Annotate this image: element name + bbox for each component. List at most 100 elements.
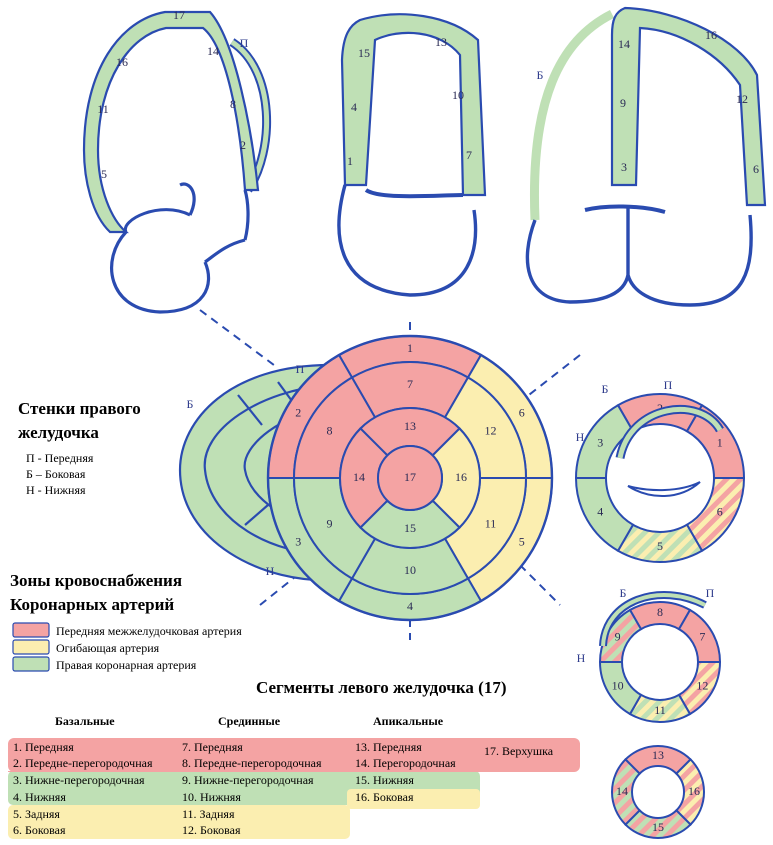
lv-wall [610,6,767,207]
lv-outer-wall [82,10,260,234]
view-segment-label: 6 [753,162,759,176]
zone-label: Правая коронарная артерия [56,658,197,672]
sax-segment-label: 11 [654,703,666,717]
sax-segment-label: 15 [652,820,664,834]
bullseye-segment-label: 16 [455,470,467,484]
table-cell-mid: 9. Нижне-перегородочная [182,773,314,787]
view-segment-label: 13 [435,35,447,49]
table-cell-basal: 4. Нижняя [13,790,66,804]
segments-title: Сегменты левого желудочка (17) [256,678,506,697]
table-header-apical: Апикальные [373,714,444,728]
bullseye-segment-label: 6 [519,405,525,419]
sax-segment-label: 10 [612,678,624,692]
rv-wall-label: Н [576,430,585,444]
rv-wall-label: Н [266,564,275,578]
table-cell-mid: 8. Передне-перегородочная [182,756,322,770]
table-header-basal: Базальные [55,714,115,728]
sax-mid-view: 8 7 12 11 10 9 [598,591,722,723]
sax-segment-label: 12 [696,678,708,692]
view-segment-label: 16 [705,28,717,42]
view-segment-label: 11 [97,102,109,116]
rv-wall-label: П [706,586,715,600]
bullseye-segment-label: 13 [404,419,416,433]
view-segment-label: 2 [240,138,246,152]
view-segment-label: 16 [116,55,128,69]
zone-swatch-lad [12,622,50,638]
atria-outline [525,205,753,307]
zone-swatch-rca [12,656,50,672]
rv-legend-item: Б – Боковая [26,467,86,481]
table-cell-basal: 1. Передняя [13,740,74,754]
bullseye-segment-label: 11 [485,516,497,530]
view-segment-label: 9 [620,96,626,110]
zones-title-1: Зоны кровоснабжения [10,571,182,590]
mitral-valve [627,481,701,497]
view-segment-label: 7 [466,148,472,162]
rv-wall-fill [617,406,723,459]
view-segment-label: 14 [207,44,219,58]
bullseye-segment-label: 9 [326,516,332,530]
bullseye-segment-label: 8 [326,423,332,437]
zone-label: Огибающая артерия [56,641,160,655]
view-segment-label: 14 [618,37,630,51]
rv-wall-label: П [664,378,673,392]
sax-segment-label: 16 [688,784,700,798]
bullseye-segment-label: 5 [519,534,525,548]
rv-legend-item: Н - Нижняя [26,483,86,497]
table-cell-basal: 6. Боковая [13,823,66,837]
bullseye-segment-label: 7 [407,377,413,391]
rv-wall-label: Б [537,68,544,82]
table-cell-apical: 16. Боковая [355,790,414,804]
atrium-outline [337,184,478,297]
three-chamber-view [525,6,767,307]
rv-legend-item: П - Передняя [26,451,94,465]
sax-segment-label: 8 [657,605,663,619]
rv-lateral-wall [529,9,615,221]
rv-wall-label: П [296,362,305,376]
sax-segment [574,477,635,553]
sax-segment-label: 14 [616,784,628,798]
rv-legend-title-1: Стенки правого [18,399,141,418]
rv-wall-label: П [240,36,249,50]
atria-outline [110,182,250,314]
table-cell-basal: 2. Передне-перегородочная [13,756,153,770]
view-segment-label: 10 [452,88,464,102]
bullseye-segment-label: 12 [485,423,497,437]
sax-segment-label: 9 [615,629,621,643]
view-segment-label: 17 [173,8,185,22]
rv-wall-label: Б [187,397,194,411]
view-segment-label: 4 [351,100,357,114]
table-cell-apical: 15. Нижняя [355,773,414,787]
sax-segment-label: 7 [699,629,705,643]
rv-wall-label: Б [602,382,609,396]
bullseye-segment-label: 2 [295,405,301,419]
bullseye-outline [266,334,554,622]
sax-segment-label: 2 [657,401,663,415]
bullseye-segment-label: 10 [404,563,416,577]
bullseye-segment-label: 3 [295,534,301,548]
rv-wall-fill [601,593,706,647]
view-segment-label: 12 [736,92,748,106]
view-segment-label: 1 [347,154,353,168]
sax-segment-label: 5 [657,539,663,553]
sax-segment-label: 1 [717,435,723,449]
zone-label: Передняя межжелудочковая артерия [56,624,242,638]
lv-wall [340,13,487,197]
two-chamber-view [337,13,487,297]
sax-segment-label: 6 [717,504,723,518]
view-segment-label: 3 [621,160,627,174]
table-cell-apex: 17. Верхушка [484,744,554,758]
bullseye-segment-label: 15 [404,521,416,535]
view-segment-label: 8 [230,97,236,111]
bullseye-apex [377,445,443,511]
table-cell-mid: 12. Боковая [182,823,241,837]
table-cell-apical: 14. Перегородочная [355,756,456,770]
rv-legend-title-2: желудочка [18,423,99,442]
rv-wall-legend: Стенки правого желудочка П - Передняя Б … [18,399,141,497]
